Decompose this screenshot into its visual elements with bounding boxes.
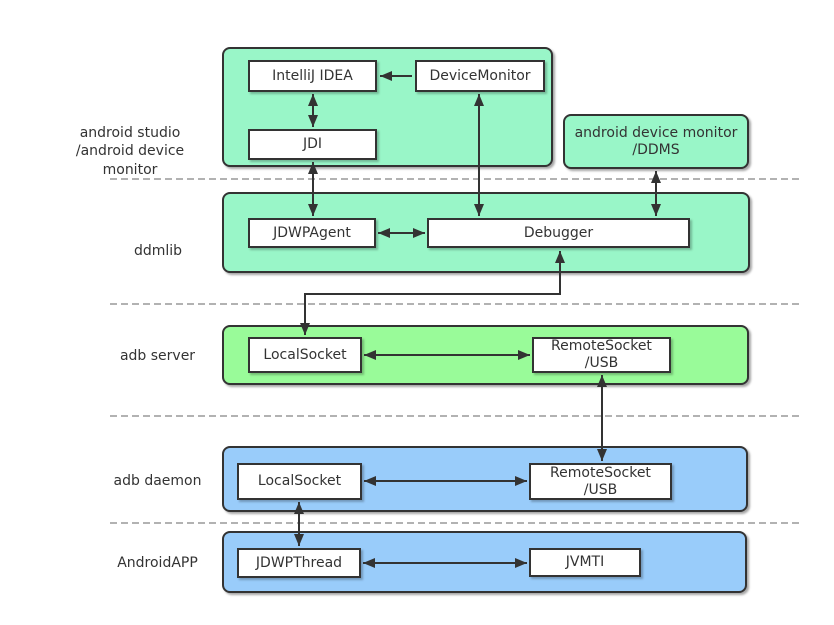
debugger-box: Debugger — [427, 218, 690, 248]
jvmti-box: JVMTI — [529, 548, 641, 577]
label-android-studio: android studio /android device monitor — [75, 125, 185, 178]
label-adb-server: adb server — [119, 348, 196, 364]
label-android-app: AndroidAPP — [117, 555, 198, 571]
ddms-box: android device monitor /DDMS — [563, 114, 749, 169]
label-ddmlib: ddmlib — [133, 243, 183, 259]
local-socket-daemon-box: LocalSocket — [237, 463, 362, 500]
device-monitor-box: DeviceMonitor — [415, 60, 545, 92]
jdwp-agent-box: JDWPAgent — [248, 218, 376, 248]
remote-socket-server-box: RemoteSocket /USB — [532, 337, 671, 373]
remote-socket-daemon-box: RemoteSocket /USB — [529, 463, 672, 500]
intellij-idea-box: IntelliJ IDEA — [248, 60, 377, 92]
label-adb-daemon: adb daemon — [113, 473, 202, 489]
jdwp-thread-box: JDWPThread — [237, 548, 361, 578]
local-socket-server-box: LocalSocket — [248, 337, 362, 373]
jdi-box: JDI — [248, 129, 377, 160]
